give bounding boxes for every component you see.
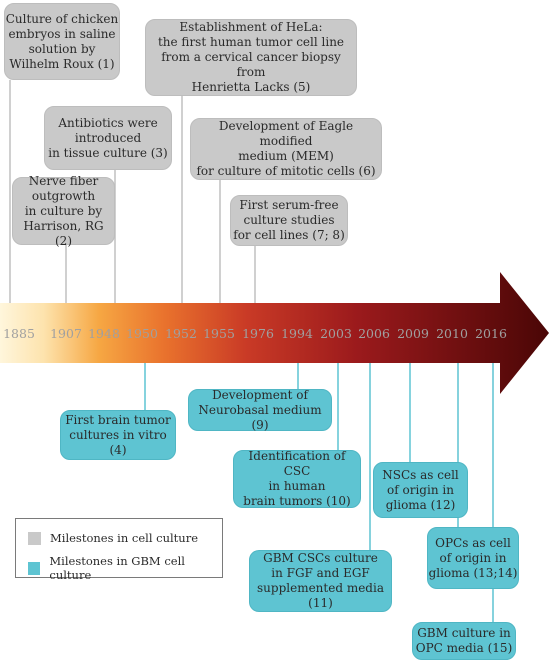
milestone-hela: Establishment of HeLa: the first human t…	[145, 19, 357, 96]
milestone-first-brain-tumor: First brain tumor cultures in vitro (4)	[60, 410, 176, 460]
gray-connectors	[9, 80, 256, 303]
milestone-opcs: OPCs as cell of origin in glioma (13;14)	[427, 527, 519, 589]
year-label: 1948	[88, 326, 120, 341]
milestone-neurobasal: Development of Neurobasal medium (9)	[188, 388, 332, 432]
milestone-antibiotics: Antibiotics were introduced in tissue cu…	[44, 106, 172, 170]
milestone-harrison: Nerve fiber outgrowth in culture by Harr…	[12, 174, 115, 248]
milestone-roux: Culture of chicken embryos in saline sol…	[4, 3, 120, 80]
year-label: 1885	[3, 326, 35, 341]
year-label: 2009	[397, 326, 429, 341]
milestone-mem: Development of Eagle modified medium (ME…	[190, 118, 382, 180]
year-label: 1976	[242, 326, 274, 341]
year-label: 1907	[50, 326, 82, 341]
year-label: 1955	[203, 326, 235, 341]
timeline-arrow	[0, 272, 549, 394]
year-label: 2010	[436, 326, 468, 341]
milestone-serum-free: First serum-free culture studies for cel…	[230, 195, 348, 246]
milestone-csc: Identification of CSC in human brain tum…	[233, 449, 361, 508]
milestone-gbm-cscs: GBM CSCs culture in FGF and EGF suppleme…	[249, 550, 392, 612]
year-label: 2003	[320, 326, 352, 341]
legend-swatch-blue	[28, 561, 41, 575]
milestone-nscs: NSCs as cell of origin in glioma (12)	[373, 462, 468, 518]
year-label: 1994	[281, 326, 313, 341]
legend-label: Milestones in GBM cell culture	[49, 554, 185, 582]
legend: Milestones in cell culture Milestones in…	[15, 518, 223, 582]
year-label: 1952	[165, 326, 197, 341]
legend-label: Milestones in cell culture	[50, 531, 199, 545]
year-labels: 1885 1907 1948 1950 1952 1955 1976 1994 …	[3, 326, 507, 341]
year-label: 2016	[475, 326, 507, 341]
legend-item-gbm-culture: Milestones in GBM cell culture	[28, 554, 222, 582]
legend-item-cell-culture: Milestones in cell culture	[28, 531, 198, 545]
milestone-opc-media: GBM culture in OPC media (15)	[412, 622, 516, 660]
year-label: 1950	[126, 326, 158, 341]
year-label: 2006	[358, 326, 390, 341]
legend-swatch-gray	[28, 531, 41, 545]
